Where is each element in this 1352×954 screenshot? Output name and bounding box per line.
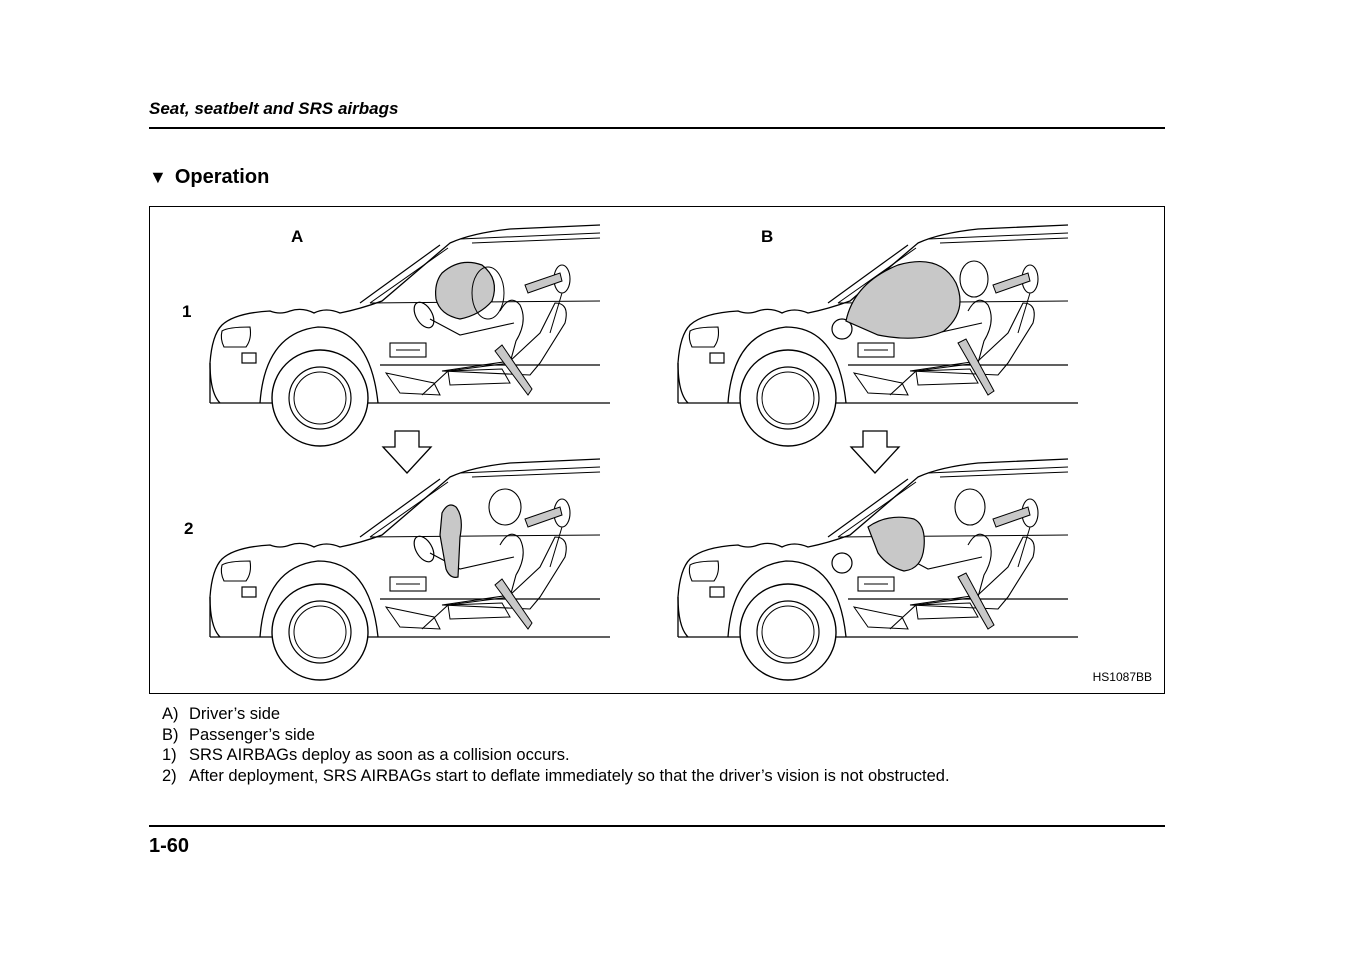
caption-text: Driver’s side — [189, 705, 281, 723]
caption-key: 2) — [162, 766, 177, 785]
section-title: Operation — [174, 166, 270, 188]
caption-key: A) — [162, 705, 179, 723]
caption-text: SRS AIRBAGs deploy as soon as a collisio… — [189, 746, 570, 764]
caption-key: 1) — [162, 746, 177, 764]
figure-captions: A) Driver’s side B) Passenger’s side 1) SRS… — [162, 704, 950, 786]
caption-item: 2) After deployment, SRS AIRBAGs start to… — [162, 766, 950, 787]
running-head: Seat, seatbelt and SRS airbags — [149, 99, 399, 118]
triangle-marker-icon: ▼ — [149, 167, 167, 187]
header-rule — [149, 127, 1165, 129]
down-arrow-icon — [849, 430, 901, 474]
row-label-1: 1 — [182, 302, 192, 321]
airbag-operation-figure: A B 1 2 HS1087BB — [149, 206, 1165, 694]
page-number: 1-60 — [149, 835, 190, 857]
footer-rule — [149, 825, 1165, 827]
caption-item: A) Driver’s side — [162, 704, 950, 725]
caption-text: After deployment, SRS AIRBAGs start to d… — [189, 766, 950, 785]
caption-text: Passenger’s side — [189, 725, 315, 744]
caption-key: B) — [162, 725, 179, 744]
figure-code: HS1087BB — [1092, 670, 1152, 684]
section-heading: ▼ Operation — [149, 166, 269, 189]
panel-label-b: B — [761, 227, 774, 246]
caption-item: B) Passenger’s side — [162, 725, 950, 746]
airbag-illustration — [209, 224, 1079, 681]
row-label-2: 2 — [184, 519, 194, 538]
caption-item: 1) SRS AIRBAGs deploy as soon as a collis… — [162, 745, 950, 766]
down-arrow-icon — [381, 430, 433, 474]
panel-label-a: A — [291, 227, 304, 246]
